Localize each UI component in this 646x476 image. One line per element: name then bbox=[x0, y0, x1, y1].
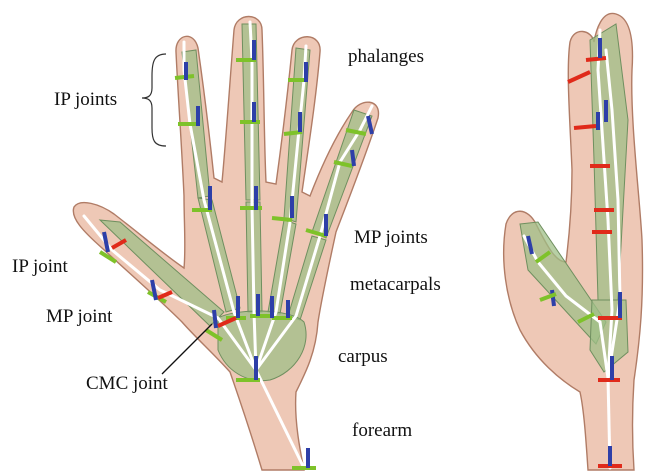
label-carpus: carpus bbox=[338, 346, 388, 367]
front-hand-view bbox=[73, 17, 378, 471]
axis-blue-cmc bbox=[214, 310, 216, 328]
side-axis-red-3 bbox=[574, 126, 596, 128]
label-cmc-joint: CMC joint bbox=[86, 373, 169, 394]
ip-joints-brace bbox=[142, 54, 166, 146]
label-mp-joint: MP joint bbox=[46, 306, 113, 327]
cmc-joint-leader bbox=[162, 324, 212, 374]
side-axis-red-1 bbox=[586, 58, 606, 60]
side-hand-view bbox=[504, 13, 643, 470]
side-axis-blue-8 bbox=[552, 290, 554, 306]
label-phalanges: phalanges bbox=[348, 46, 424, 67]
label-ip-joints: IP joints bbox=[54, 89, 117, 110]
label-forearm: forearm bbox=[352, 420, 412, 441]
axis-blue-little-pip bbox=[352, 150, 354, 166]
axis-green-ring-mp bbox=[272, 218, 292, 220]
label-ip-joint: IP joint bbox=[12, 256, 68, 277]
axis-green-ring-pip bbox=[284, 132, 302, 134]
label-mp-joints: MP joints bbox=[354, 227, 428, 248]
label-metacarpals: metacarpals bbox=[350, 274, 441, 295]
